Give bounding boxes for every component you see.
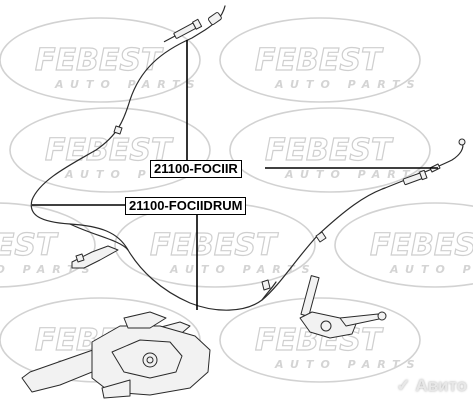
- lower-clip: [261, 279, 271, 291]
- leader-lines: [32, 40, 438, 310]
- watermark-layer: FEBEST AUTO PARTS FEBEST AUTO PARTS FEBE…: [0, 17, 473, 383]
- equalizer-bracket: [71, 245, 119, 269]
- watermark-logo: FEBEST AUTO PARTS: [0, 17, 202, 103]
- corner-watermark: ✓ Авито: [396, 376, 467, 395]
- svg-text:AUTO PARTS: AUTO PARTS: [389, 263, 473, 276]
- top-end-fitting: [207, 12, 222, 25]
- drum-cable: [261, 281, 277, 301]
- svg-text:AUTO PARTS: AUTO PARTS: [0, 263, 97, 276]
- handbrake-lever: [21, 311, 211, 399]
- watermark-logo: FEBEST AUTO PARTS: [229, 107, 432, 193]
- right-cable-end: [458, 138, 466, 146]
- watermark-logo: FEBEST AUTO PARTS: [114, 202, 317, 288]
- svg-text:FEBEST: FEBEST: [265, 133, 394, 168]
- equalizer-cable: [69, 223, 129, 251]
- drum-lever-assembly: [299, 275, 387, 339]
- watermark-logo: FEBEST AUTO PARTS: [334, 202, 473, 288]
- watermark-logo: FEBEST AUTO PARTS: [219, 17, 422, 103]
- svg-text:AUTO PARTS: AUTO PARTS: [274, 78, 422, 91]
- svg-text:AUTO PARTS: AUTO PARTS: [169, 263, 317, 276]
- svg-text:AUTO PARTS: AUTO PARTS: [274, 358, 422, 371]
- watermark-logo: FEBEST AUTO PARTS: [9, 107, 211, 193]
- right-connector: [402, 169, 428, 186]
- top-connector: [163, 18, 203, 43]
- watermark-logo: FEBEST AUTO PARTS: [0, 202, 97, 288]
- svg-text:AUTO PARTS: AUTO PARTS: [284, 168, 432, 181]
- svg-text:FEBEST: FEBEST: [255, 43, 384, 78]
- svg-text:FEBEST: FEBEST: [370, 228, 473, 263]
- svg-text:FEBEST: FEBEST: [150, 228, 279, 263]
- svg-text:AUTO PARTS: AUTO PARTS: [54, 78, 202, 91]
- mid-clip: [315, 231, 327, 243]
- watermark-logo: FEBEST AUTO PARTS: [219, 297, 422, 383]
- part-number-label-drum: 21100-FOCIIDRUM: [125, 197, 247, 215]
- svg-text:FEBEST: FEBEST: [35, 43, 164, 78]
- front-cable: [30, 5, 386, 311]
- connectors: [71, 12, 466, 291]
- svg-text:FEBEST: FEBEST: [0, 228, 59, 263]
- part-number-label-rear-right: 21100-FOCIIR: [150, 160, 242, 178]
- left-clip: [113, 125, 123, 135]
